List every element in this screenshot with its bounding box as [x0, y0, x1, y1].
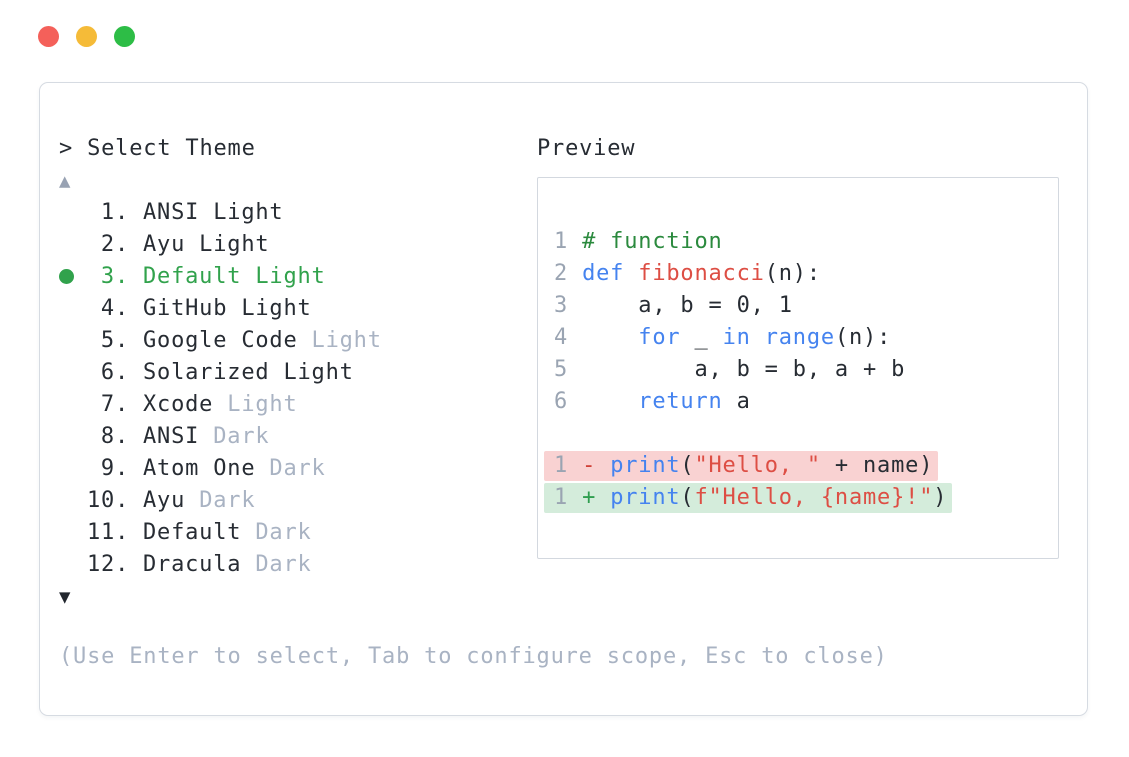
theme-item-variant: Light	[311, 328, 382, 353]
theme-item-label: Ayu	[143, 488, 200, 513]
code-line: 1 # function	[554, 229, 723, 254]
theme-item-number: 4.	[100, 296, 129, 321]
theme-item-label: Ayu Light	[143, 232, 270, 257]
selected-indicator-dot	[59, 261, 87, 294]
theme-list: 1. ANSI Light 2. Ayu Light 3. Default Light 4.…	[59, 197, 537, 581]
theme-item-number: 1.	[100, 200, 129, 225]
theme-item-number: 10.	[87, 488, 130, 513]
theme-item-8[interactable]: 8. ANSI Dark	[59, 421, 537, 453]
theme-item-label: Xcode	[143, 392, 228, 417]
line-number: 1	[554, 229, 583, 254]
scroll-down-icon[interactable]: ▼	[59, 586, 72, 608]
theme-item-variant: Dark	[213, 424, 270, 449]
code-blank-line	[554, 418, 1058, 450]
theme-item-5[interactable]: 5. Google Code Light	[59, 325, 537, 357]
theme-item-6[interactable]: 6. Solarized Light	[59, 357, 537, 389]
theme-item-number: 9.	[100, 456, 129, 481]
theme-item-7[interactable]: 7. Xcode Light	[59, 389, 537, 421]
diff-line-removed: 1 - print("Hello, " + name)	[544, 450, 1058, 482]
theme-item-9[interactable]: 9. Atom One Dark	[59, 453, 537, 485]
line-number: 4	[554, 325, 583, 350]
diff-line-added: 1 + print(f"Hello, {name}!")	[544, 482, 1058, 514]
theme-item-12[interactable]: 12. Dracula Dark	[59, 549, 537, 581]
code-line: 5 a, b = b, a + b	[554, 357, 906, 382]
theme-item-10[interactable]: 10. Ayu Dark	[59, 485, 537, 517]
theme-item-variant: Dark	[199, 488, 256, 513]
theme-list-column: > Select Theme ▲ 1. ANSI Light 2. Ayu Light…	[59, 133, 537, 613]
theme-item-3[interactable]: 3. Default Light	[59, 261, 537, 293]
panel-columns: > Select Theme ▲ 1. ANSI Light 2. Ayu Light…	[59, 133, 1087, 613]
line-number: 3	[554, 293, 583, 318]
preview-code: 1 # function 2 def fibonacci(n): 3 a, b = …	[544, 226, 1058, 514]
theme-item-number: 8.	[100, 424, 129, 449]
theme-item-label: Default	[143, 520, 256, 545]
theme-item-11[interactable]: 11. Default Dark	[59, 517, 537, 549]
theme-item-number: 12.	[87, 552, 130, 577]
theme-item-variant: Dark	[255, 520, 312, 545]
theme-item-variant: Light	[227, 392, 298, 417]
theme-item-variant: Dark	[269, 456, 326, 481]
line-number: 1	[554, 485, 583, 510]
code-line: 3 a, b = 0, 1	[554, 293, 793, 318]
theme-item-number: 6.	[100, 360, 129, 385]
line-number: 2	[554, 261, 583, 286]
preview-column: Preview 1 # function 2 def fibonacci(n): 3…	[537, 133, 1087, 613]
diff-highlight-added: 1 + print(f"Hello, {name}!")	[544, 483, 953, 513]
line-number: 5	[554, 357, 583, 382]
theme-item-4[interactable]: 4. GitHub Light	[59, 293, 537, 325]
theme-item-variant: Dark	[255, 552, 312, 577]
theme-selector-panel: > Select Theme ▲ 1. ANSI Light 2. Ayu Light…	[39, 82, 1088, 716]
preview-title: Preview	[537, 136, 636, 161]
window-controls	[38, 26, 135, 47]
theme-item-number: 3.	[100, 264, 129, 289]
code-line: 2 def fibonacci(n):	[554, 261, 821, 286]
diff-highlight-removed: 1 - print("Hello, " + name)	[544, 451, 939, 481]
theme-item-label: GitHub Light	[143, 296, 312, 321]
theme-item-1[interactable]: 1. ANSI Light	[59, 197, 537, 229]
theme-item-label: Dracula	[143, 552, 256, 577]
theme-item-number: 7.	[100, 392, 129, 417]
theme-item-number: 11.	[87, 520, 130, 545]
line-number: 1	[554, 453, 583, 478]
preview-box: 1 # function 2 def fibonacci(n): 3 a, b = …	[537, 177, 1059, 559]
theme-item-label: Google Code	[143, 328, 312, 353]
theme-item-label: Atom One	[143, 456, 270, 481]
code-line: 4 for _ in range(n):	[554, 325, 892, 350]
zoom-button-icon[interactable]	[114, 26, 135, 47]
scroll-up-icon[interactable]: ▲	[59, 170, 72, 192]
theme-item-2[interactable]: 2. Ayu Light	[59, 229, 537, 261]
line-number: 6	[554, 389, 583, 414]
theme-item-number: 2.	[100, 232, 129, 257]
theme-item-number: 5.	[100, 328, 129, 353]
theme-item-label: ANSI Light	[143, 200, 284, 225]
theme-item-label: ANSI	[143, 424, 214, 449]
theme-item-label: Solarized Light	[143, 360, 354, 385]
select-theme-prompt: > Select Theme	[59, 136, 256, 161]
theme-item-label: Default Light	[143, 264, 326, 289]
keyboard-hint: (Use Enter to select, Tab to configure s…	[59, 644, 888, 669]
close-button-icon[interactable]	[38, 26, 59, 47]
minimize-button-icon[interactable]	[76, 26, 97, 47]
code-line: 6 return a	[554, 389, 751, 414]
